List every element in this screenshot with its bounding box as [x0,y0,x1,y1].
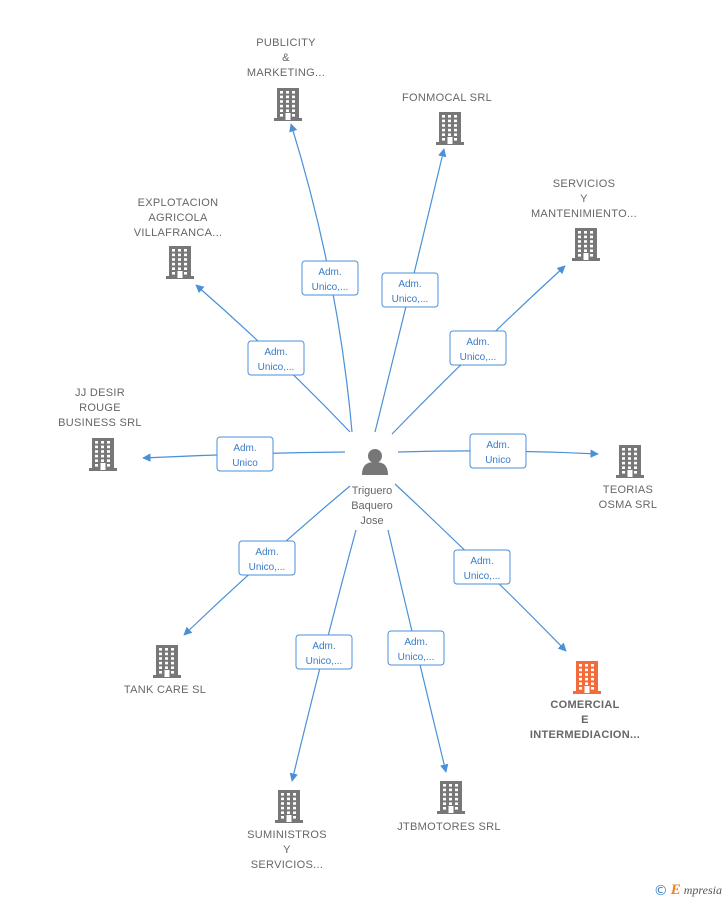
company-label-line: E [581,714,589,726]
role-label-box[interactable]: Adm. Unico [216,436,274,472]
brand-logo-initial: E [670,882,681,898]
company-node[interactable]: EXPLOTACION AGRICOLA VILLAFRANCA... [134,197,223,279]
company-label-line: MANTENIMIENTO... [531,208,637,220]
role-label-line: Adm. [318,267,341,278]
company-label-line: JTBMOTORES SRL [397,821,501,833]
company-label-line: BUSINESS SRL [58,417,142,429]
brand-logo-text: mpresia [683,883,722,897]
role-label-line: Adm. [312,641,335,652]
person-name-line: Baquero [351,500,393,512]
role-label-line: Adm. [233,443,256,454]
role-label-line: Unico,... [258,362,295,373]
role-label-line: Adm. [398,279,421,290]
company-node[interactable]: TEORIAS OSMA SRL [599,445,658,511]
role-label-line: Unico [485,455,511,466]
company-label-line: VILLAFRANCA... [134,227,223,239]
role-label-box[interactable]: Adm. Unico,... [295,634,353,670]
role-label-line: Adm. [255,547,278,558]
company-label-line: AGRICOLA [148,212,208,224]
building-icon [274,88,302,121]
company-label-line: OSMA SRL [599,499,658,511]
building-icon [572,228,600,261]
company-node[interactable]: PUBLICITY & MARKETING... [247,37,325,121]
company-label-line: TANK CARE SL [124,684,206,696]
company-node[interactable]: SERVICIOS Y MANTENIMIENTO... [531,178,637,261]
building-icon [436,112,464,145]
person-icon [362,449,388,475]
person-node[interactable]: Triguero Baquero Jose [351,449,393,527]
role-label-line: Adm. [466,337,489,348]
company-label-line: SUMINISTROS [247,829,327,841]
company-label-line: EXPLOTACION [138,197,219,209]
role-label-box[interactable]: Adm. Unico,... [449,330,507,366]
company-label-line: SERVICIOS [553,178,615,190]
building-icon [89,438,117,471]
company-node[interactable]: SUMINISTROS Y SERVICIOS... [247,790,327,871]
company-node[interactable]: COMERCIAL E INTERMEDIACION... [530,661,640,741]
role-label-line: Unico,... [312,282,349,293]
building-icon [166,246,194,279]
role-label-line: Adm. [486,440,509,451]
company-label-line: & [282,52,290,64]
role-label-line: Adm. [470,556,493,567]
company-label-line: TEORIAS [603,484,653,496]
role-label-box[interactable]: Adm. Unico,... [238,540,296,576]
company-label-line: Y [283,844,291,856]
building-icon [153,645,181,678]
company-label-line: SERVICIOS... [251,859,323,871]
role-label-box[interactable]: Adm. Unico,... [453,549,511,585]
company-label-line: PUBLICITY [256,37,316,49]
company-label-line: INTERMEDIACION... [530,729,640,741]
role-label-line: Unico,... [460,352,497,363]
building-icon [275,790,303,823]
role-label-box[interactable]: Adm. Unico,... [387,630,445,666]
building-icon [616,445,644,478]
copyright-icon: © [653,882,668,899]
role-label-box[interactable]: Adm. Unico [469,433,527,469]
role-label-line: Unico,... [392,294,429,305]
company-label-line: FONMOCAL SRL [402,92,492,104]
role-label-line: Unico,... [249,562,286,573]
role-label-line: Unico,... [464,571,501,582]
role-label-box[interactable]: Adm. Unico,... [301,260,359,296]
role-label-line: Unico,... [306,656,343,667]
company-label-line: ROUGE [79,402,121,414]
company-node[interactable]: TANK CARE SL [124,645,206,696]
role-label-line: Adm. [404,637,427,648]
company-node[interactable]: JJ DESIR ROUGE BUSINESS SRL [58,387,142,471]
role-label-line: Unico [232,458,258,469]
company-label-line: JJ DESIR [75,387,125,399]
company-node[interactable]: FONMOCAL SRL [402,92,492,145]
company-node[interactable]: JTBMOTORES SRL [397,781,501,833]
building-icon [573,661,601,694]
company-label-line: COMERCIAL [550,699,619,711]
role-label-box[interactable]: Adm. Unico,... [247,340,305,376]
person-name-line: Triguero [352,485,393,497]
role-label-box[interactable]: Adm. Unico,... [381,272,439,308]
company-label-line: MARKETING... [247,67,325,79]
role-label-line: Unico,... [398,652,435,663]
building-icon [437,781,465,814]
role-label-line: Adm. [264,347,287,358]
person-name-line: Jose [360,515,383,527]
company-label-line: Y [580,193,588,205]
